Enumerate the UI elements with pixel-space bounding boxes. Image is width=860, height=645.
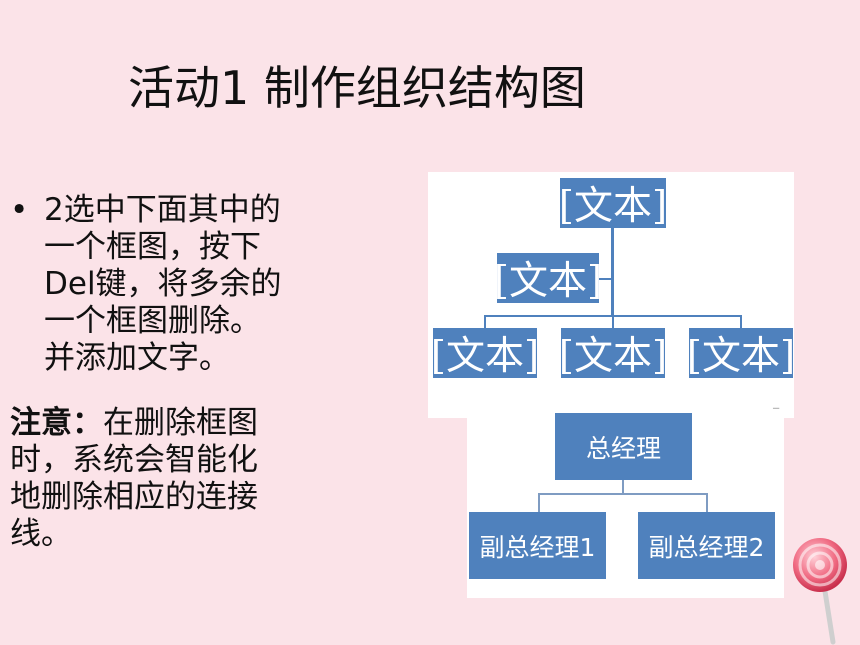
org-box-child-1[interactable]: [文本] (431, 328, 539, 379)
faint-mark: ▁ (773, 400, 780, 409)
connector-drop-left (538, 493, 540, 512)
note-line: 地删除相应的连接 (10, 479, 258, 515)
org-box-assistant[interactable]: [文本] (494, 253, 602, 304)
connector-drop-right (740, 315, 742, 329)
org-box-child-3[interactable]: [文本] (687, 328, 795, 379)
bullet-line: Del键，将多余的 (44, 266, 282, 302)
bullet-text: 2选中下面其中的 一个框图，按下 Del键，将多余的 一个框图删除。 并添加文字… (44, 192, 335, 377)
note-line: 时，系统会智能化 (10, 442, 258, 478)
slide-title: 活动1 制作组织结构图 (128, 61, 586, 115)
connector-horizontal (538, 493, 708, 495)
bullet-line: 2选中下面其中的 (44, 192, 281, 228)
bullet-dot-icon: • (10, 192, 29, 228)
lollipop-icon (793, 538, 847, 645)
org-box-manager[interactable]: 总经理 (555, 413, 692, 480)
org-box-top[interactable]: [文本] (559, 178, 667, 229)
note-line: 在删除框图 (103, 405, 258, 441)
note-line: 线。 (10, 516, 72, 552)
org-box-deputy-2[interactable]: 副总经理2 (638, 512, 775, 579)
connector-vertical-main (622, 480, 624, 494)
bullet-line: 一个框图删除。 (44, 303, 261, 339)
note-paragraph: 注意：在删除框图 时，系统会智能化 地删除相应的连接 线。 (10, 405, 325, 553)
connector-assistant (598, 278, 612, 280)
connector-drop-left (484, 315, 486, 329)
note-label: 注意： (10, 405, 103, 441)
bullet-instruction: • 2选中下面其中的 一个框图，按下 Del键，将多余的 一个框图删除。 并添加… (10, 192, 335, 377)
bullet-line: 并添加文字。 (44, 340, 230, 376)
connector-vertical-main (611, 228, 614, 316)
connector-drop-right (706, 493, 708, 512)
bullet-line: 一个框图，按下 (44, 229, 261, 265)
org-box-deputy-1[interactable]: 副总经理1 (469, 512, 606, 579)
org-box-child-2[interactable]: [文本] (559, 328, 667, 379)
connector-drop-middle (612, 315, 614, 329)
